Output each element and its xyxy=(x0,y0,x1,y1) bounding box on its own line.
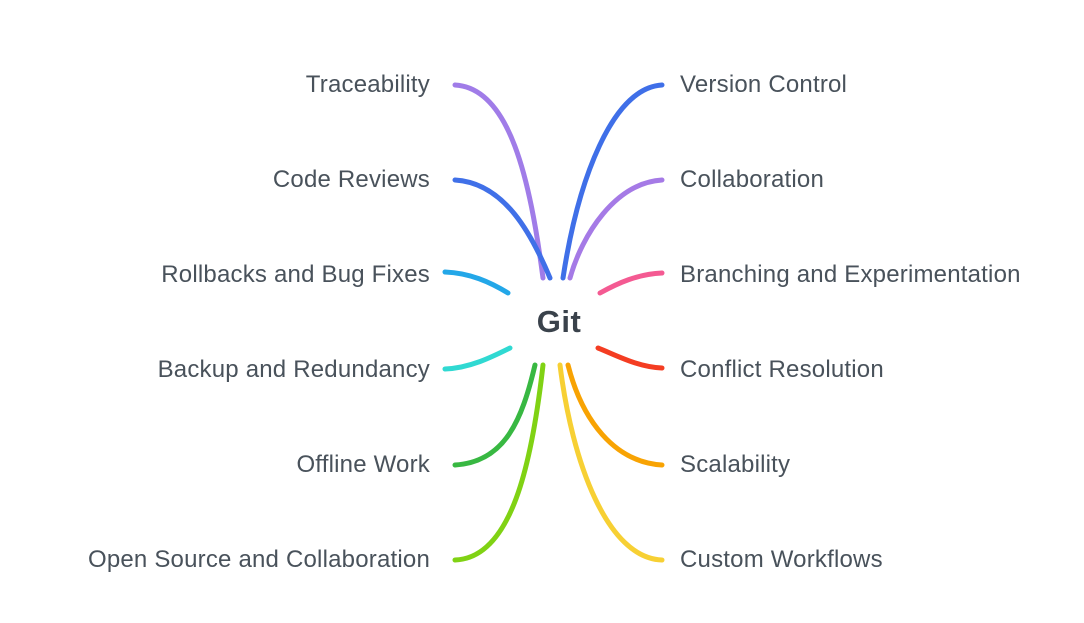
branch-curve-collaboration xyxy=(567,177,665,281)
root-node-git[interactable]: Git xyxy=(536,304,582,339)
branch-curve-code-reviews xyxy=(452,177,553,281)
branch-curve-custom-workflows xyxy=(557,362,665,563)
branch-curve-open-source-and-collaboration xyxy=(452,362,546,563)
branch-curve-conflict-resolution xyxy=(595,345,665,371)
node-code-reviews[interactable]: Code Reviews xyxy=(272,166,430,193)
node-open-source-and-collaboration[interactable]: Open Source and Collaboration xyxy=(87,546,430,573)
node-backup-and-redundancy[interactable]: Backup and Redundancy xyxy=(157,356,430,383)
node-rollbacks-and-bug-fixes[interactable]: Rollbacks and Bug Fixes xyxy=(161,261,430,288)
branch-curve-backup-and-redundancy xyxy=(442,345,513,372)
node-offline-work[interactable]: Offline Work xyxy=(296,451,430,478)
branch-curve-version-control xyxy=(560,82,665,281)
branch-curve-branching-and-experimentation xyxy=(597,270,665,296)
branch-curve-offline-work xyxy=(452,362,538,468)
node-conflict-resolution[interactable]: Conflict Resolution xyxy=(680,356,884,383)
node-branching-and-experimentation[interactable]: Branching and Experimentation xyxy=(680,261,1021,288)
node-collaboration[interactable]: Collaboration xyxy=(680,166,825,193)
branch-curve-scalability xyxy=(565,362,665,468)
branch-curve-traceability xyxy=(452,82,546,281)
branch-curve-rollbacks-and-bug-fixes xyxy=(442,269,511,296)
node-scalability[interactable]: Scalability xyxy=(680,451,791,478)
node-custom-workflows[interactable]: Custom Workflows xyxy=(680,546,883,573)
node-version-control[interactable]: Version Control xyxy=(680,71,848,98)
node-traceability[interactable]: Traceability xyxy=(305,71,430,98)
